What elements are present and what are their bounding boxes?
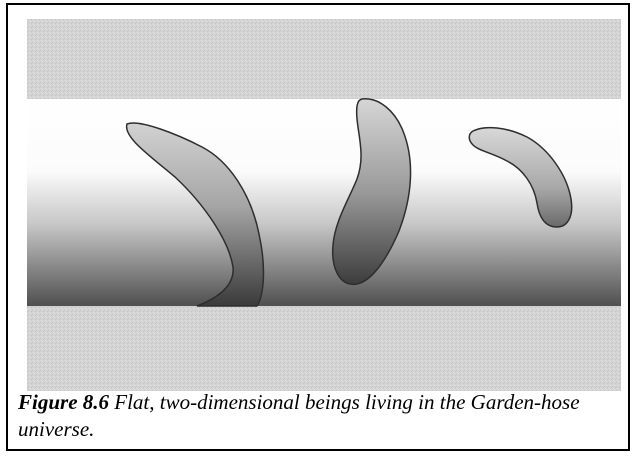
garden-hose-svg	[27, 19, 621, 391]
figure-frame: Figure 8.6 Flat, two-dimensional beings …	[6, 3, 630, 451]
garden-hose-band	[27, 99, 621, 306]
figure-caption: Figure 8.6 Flat, two-dimensional beings …	[18, 389, 622, 443]
background-bottom	[27, 306, 621, 391]
caption-label: Figure 8.6	[18, 390, 109, 414]
background-top	[27, 19, 621, 99]
garden-hose-illustration	[27, 19, 621, 391]
